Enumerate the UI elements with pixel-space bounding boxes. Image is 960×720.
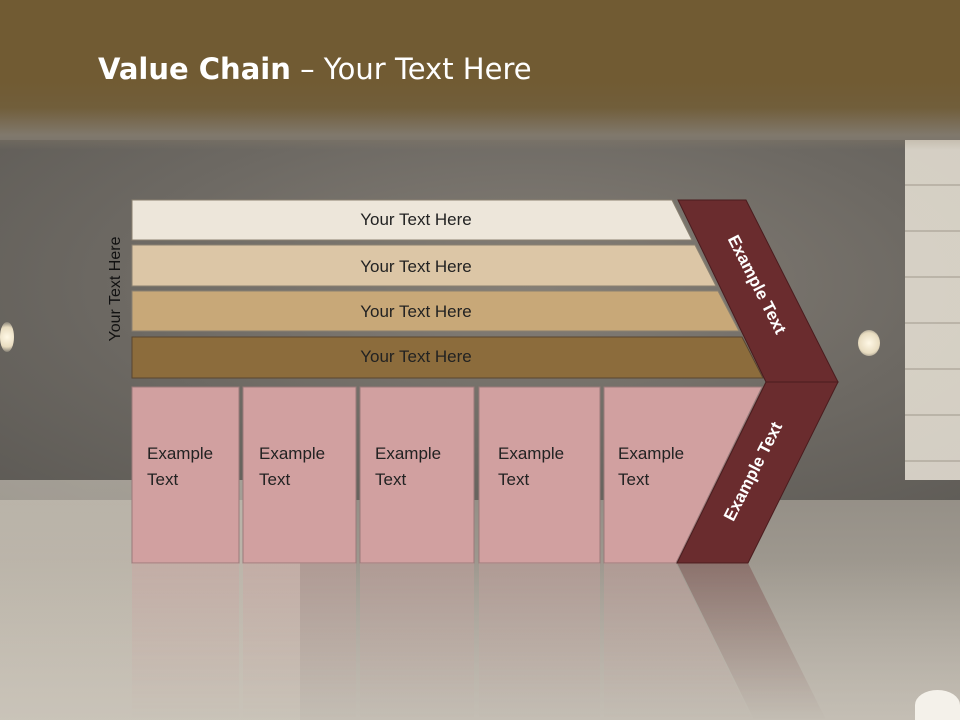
diagram-reflection xyxy=(132,563,827,720)
support-row-shape xyxy=(131,290,740,332)
primary-box-line1: Example xyxy=(259,444,325,463)
primary-box: Example Text xyxy=(131,386,240,564)
support-row-shape xyxy=(131,199,693,241)
support-row: Your Text Here xyxy=(131,336,764,379)
support-rows: Your Text Here Your Text Here Your Text … xyxy=(131,199,764,379)
primary-box-line1: Example xyxy=(618,444,684,463)
support-row-shape xyxy=(131,244,717,287)
primary-box: Example Text xyxy=(242,386,357,564)
wall-lamp-left xyxy=(0,322,14,352)
primary-box-line2: Text xyxy=(498,470,529,489)
support-row-shape xyxy=(131,336,764,379)
slide-title-bold: Value Chain xyxy=(98,52,291,86)
primary-box-line2: Text xyxy=(375,470,406,489)
background-cup xyxy=(915,690,960,720)
slide-title: Value Chain – Your Text Here xyxy=(98,52,532,86)
primary-box-shape xyxy=(242,386,357,564)
primary-box: Example Text xyxy=(359,386,475,564)
support-row: Your Text Here xyxy=(131,244,717,287)
primary-box-line2: Text xyxy=(618,470,649,489)
primary-boxes: Example Text Example Text Example Text E… xyxy=(131,386,763,564)
title-band xyxy=(0,0,960,150)
primary-box-shape xyxy=(359,386,475,564)
primary-box-shape xyxy=(478,386,601,564)
primary-box-line1: Example xyxy=(375,444,441,463)
primary-box-shape xyxy=(131,386,240,564)
primary-box-line1: Example xyxy=(147,444,213,463)
primary-box: Example Text xyxy=(478,386,601,564)
primary-box-line2: Text xyxy=(259,470,290,489)
slide-title-rest: – Your Text Here xyxy=(290,52,532,86)
support-row: Your Text Here xyxy=(131,290,740,332)
support-row-label: Your Text Here xyxy=(360,210,472,229)
support-row-label: Your Text Here xyxy=(360,257,472,276)
primary-box-line2: Text xyxy=(147,470,178,489)
support-row-label: Your Text Here xyxy=(360,347,472,366)
primary-box-line1: Example xyxy=(498,444,564,463)
support-row: Your Text Here xyxy=(131,199,693,241)
support-row-label: Your Text Here xyxy=(360,302,472,321)
background-wall-panel xyxy=(905,140,960,480)
wall-lamp-right xyxy=(858,330,880,356)
